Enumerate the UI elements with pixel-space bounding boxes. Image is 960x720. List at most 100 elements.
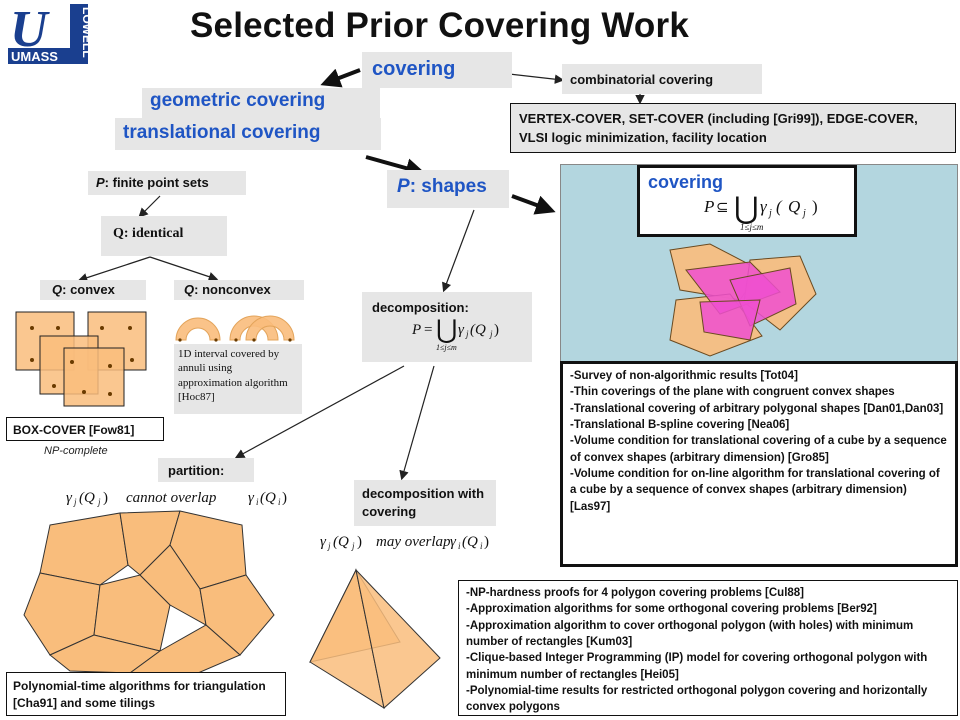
decomposition-formula: P = ⋃ γ j (Q j ) 1≤j≤m [411,315,499,352]
svg-text:P: P [703,197,714,216]
np-item: -Clique-based Integer Programming (IP) m… [466,652,928,681]
svg-text:⋃: ⋃ [734,191,759,226]
svg-text:j: j [351,541,355,551]
partition-polygon [23,510,275,674]
node-q-nonconvex: Q: nonconvex [174,280,304,300]
overlap-triangles [309,568,441,710]
svg-text:Q: Q [788,197,800,216]
decomposition-label: decomposition: [372,300,469,315]
magenta-piece-3 [699,299,761,341]
svg-text:(Q: (Q [333,534,349,550]
logo-line1: UMASS [11,49,58,64]
svg-text:(Q: (Q [462,534,478,550]
svg-text:j: j [465,329,469,339]
survey-item: -Thin coverings of the plane with congru… [570,386,895,399]
arrow-decomposition-to-partition [234,365,405,459]
var-p: P [96,175,105,190]
var-p-shapes: P [397,176,410,197]
svg-text:(Q: (Q [470,322,486,338]
node-combinatorial-covering: combinatorial covering [562,64,762,94]
umass-lowell-logo: U UMASS LOWELL [6,1,94,66]
np-complete-label: NP-complete [44,445,108,457]
survey-item: -Survey of non-algorithmic results [Tot0… [570,370,798,382]
node-q-convex: Q: convex [40,280,146,300]
svg-text:(: ( [776,197,783,216]
node-combinatorial-examples: VERTEX-COVER, SET-COVER (including [Gri9… [510,103,956,153]
logo-graphic: U UMASS LOWELL [6,1,94,64]
svg-text:1≤j≤m: 1≤j≤m [740,222,764,232]
svg-text:γ: γ [320,534,327,550]
logo-line2: LOWELL [80,7,88,58]
svg-text:⊆: ⊆ [716,198,729,216]
svg-text:1≤j≤m: 1≤j≤m [436,343,457,352]
svg-text:(Q: (Q [79,490,95,506]
np-item: -Polynomial-time results for restricted … [466,684,928,714]
node-partition: partition: [158,458,254,482]
annulus-1 [175,317,221,341]
np-item: -NP-hardness proofs for 4 polygon coveri… [466,587,805,599]
var-q-nonconvex: Q [184,282,195,297]
survey-item: -Translational B-spline covering [Nea06] [570,418,790,431]
svg-text:(Q: (Q [260,490,276,506]
covering-formula: P ⊆ ⋃ γ j ( Q j ) 1≤j≤m [703,191,818,232]
svg-text:i: i [458,541,461,551]
svg-text:j: j [97,497,101,507]
arrow-decomposition-to-decomp-covering [399,365,435,481]
svg-text:): ) [484,534,489,550]
node-finite-point-sets: P: finite point sets [88,171,246,195]
svg-text:): ) [494,322,499,338]
node-decomposition-with-covering: decomposition with covering [354,480,496,526]
np-item: -Approximation algorithms for some ortho… [466,603,877,616]
svg-text:i: i [256,497,259,507]
survey-list: -Survey of non-algorithmic results [Tot0… [560,361,958,567]
node-box-cover: BOX-COVER [Fow81] [6,417,164,441]
np-item: -Approximation algorithm to cover orthog… [466,619,914,648]
svg-text:γ: γ [248,490,255,506]
svg-text:): ) [357,534,362,550]
finite-label: : finite point sets [104,175,209,190]
overlap-formula: γ j (Q j ) may overlap γ i (Q i ) [320,534,489,551]
shapes-label: : shapes [409,176,487,197]
svg-text:j: j [327,541,331,551]
svg-text:j: j [767,208,772,219]
svg-text:): ) [812,197,818,216]
svg-text:j: j [489,329,493,339]
arrow-translational-to-shapes [365,155,426,178]
svg-text:γ: γ [458,322,465,338]
arrow-identical-to-convex [77,256,151,283]
arrow-covering-to-geometric [320,68,361,88]
arrow-shapes-to-panel [511,194,556,215]
point-dots [30,326,134,396]
cannot-overlap-label: cannot overlap [126,490,217,506]
box-cover-figure [15,311,147,407]
partition-piece-7 [199,574,275,656]
svg-text:i: i [480,541,483,551]
nonconvex-label: : nonconvex [194,282,271,297]
arrow-shapes-to-decomposition [442,209,475,293]
node-geometric-covering: geometric covering [142,88,380,118]
convex-label: : convex [62,282,115,297]
svg-text:j: j [801,208,806,219]
overlap-triangle-3 [355,568,441,709]
survey-item: -Volume condition for on-line algorithm … [570,467,940,513]
node-q-identical: Q: identical [101,216,227,256]
may-overlap-label: may overlap [376,534,451,550]
svg-text:): ) [103,490,108,506]
svg-text:γ: γ [66,490,73,506]
node-covering: covering [362,52,512,88]
node-shapes: P: shapes [387,170,509,208]
svg-text:=: = [424,322,432,338]
arrow-finite-to-identical [138,195,161,218]
var-q-convex: Q [52,282,63,297]
polynomial-note: Polynomial-time algorithms for triangula… [6,672,286,716]
annuli-figure [175,315,295,342]
box-square-4 [63,347,125,407]
partition-piece-5 [93,574,171,652]
interval-note: 1D interval covered by annuli using appr… [174,344,302,414]
page-title: Selected Prior Covering Work [190,6,689,45]
partition-piece-9 [128,624,241,674]
svg-text:⋃: ⋃ [436,315,457,345]
covering-shapes [669,243,817,357]
partition-piece-1 [39,512,129,586]
node-decomposition: decomposition: [362,292,532,362]
